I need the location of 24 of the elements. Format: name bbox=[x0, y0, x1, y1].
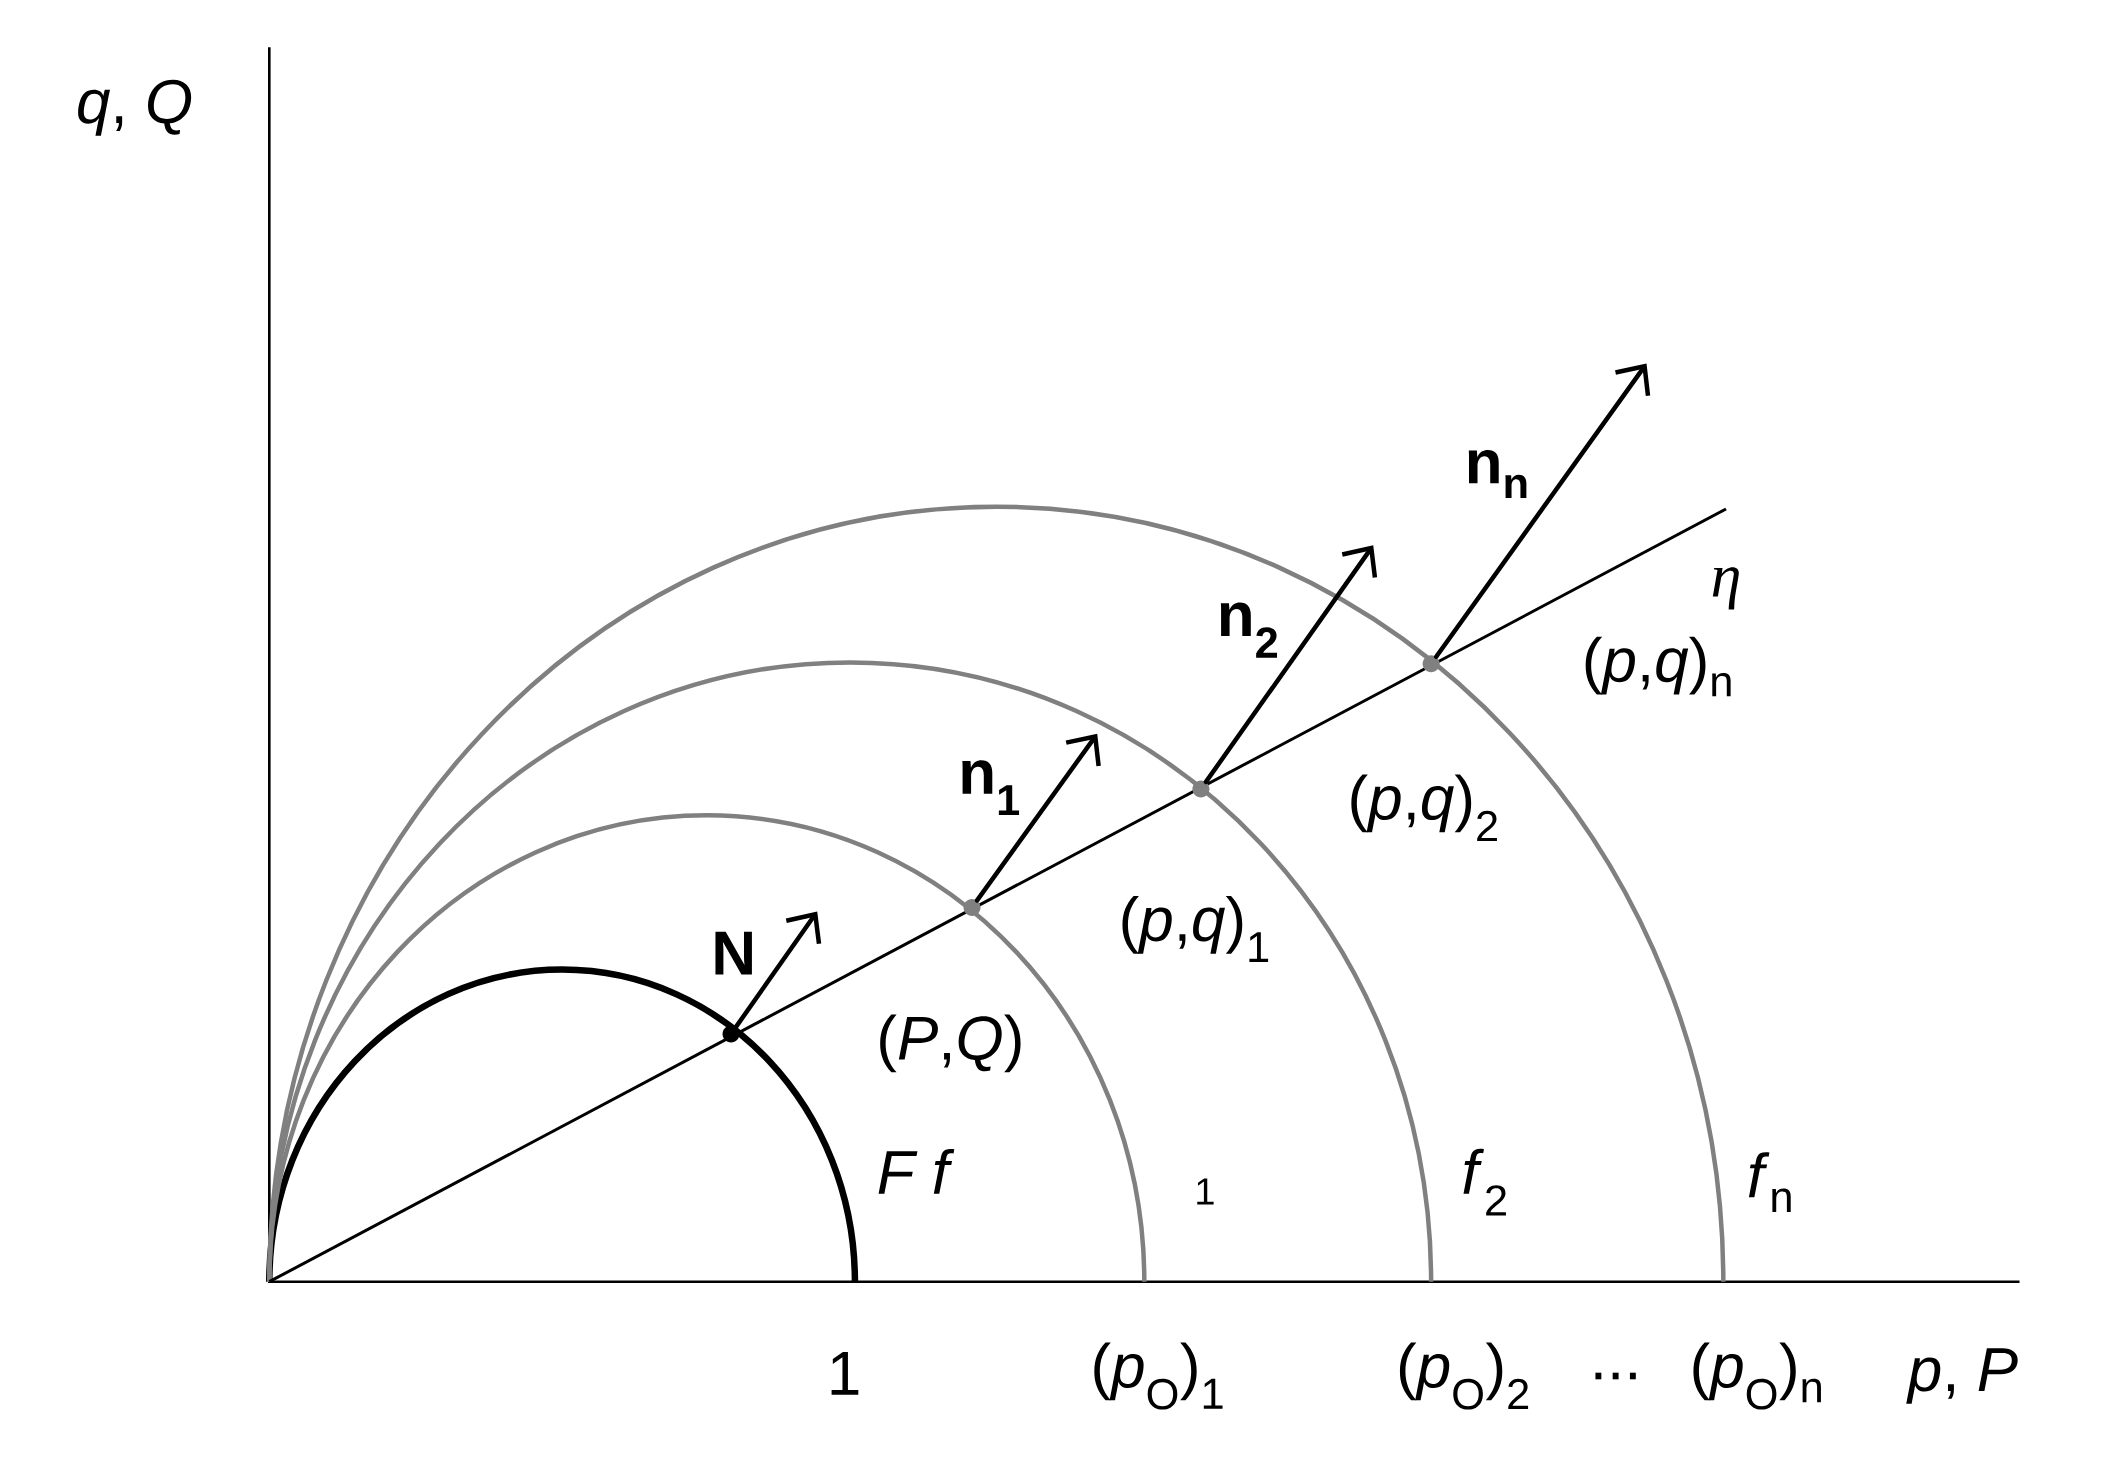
tick-label: ... bbox=[1595, 1372, 1636, 1380]
curve-label: f$_{n}$ bbox=[1748, 1152, 1791, 1212]
curve-label: f$_{2}$ bbox=[1463, 1148, 1506, 1216]
normal-arrow bbox=[1203, 545, 1378, 785]
edge-label: N bbox=[710, 930, 758, 976]
edge-label: n$_{1}$ bbox=[957, 759, 1022, 817]
point-label: (p,q)$_{n}$ bbox=[1585, 636, 1731, 697]
axis-label: q, Q bbox=[78, 79, 192, 136]
line-label: η bbox=[1712, 567, 1739, 610]
point-label: (p,q)$_{1}$ bbox=[1122, 895, 1269, 963]
point-label: (P,Q) bbox=[880, 1014, 1021, 1073]
tick-label: (p$_{O}$)$_{2}$ bbox=[1399, 1342, 1529, 1410]
curve-label: 1 bbox=[1197, 1178, 1214, 1205]
normal-arrow bbox=[1433, 363, 1651, 659]
tick-label: (p$_{O}$)$_{n}$ bbox=[1693, 1342, 1821, 1410]
curve-label: F f bbox=[878, 1148, 955, 1194]
point-label: (p,q)$_{2}$ bbox=[1351, 774, 1497, 842]
edge-label: n$_{2}$ bbox=[1215, 601, 1281, 659]
tick-label: (p$_{O}$)$_{1}$ bbox=[1094, 1342, 1223, 1410]
edge-label: n$_{n}$ bbox=[1463, 448, 1531, 500]
axis-label: p, P bbox=[1906, 1348, 2018, 1404]
tick-label: 1 bbox=[831, 1351, 859, 1395]
normal-arrow bbox=[974, 733, 1101, 903]
normal-arrow bbox=[733, 911, 822, 1030]
